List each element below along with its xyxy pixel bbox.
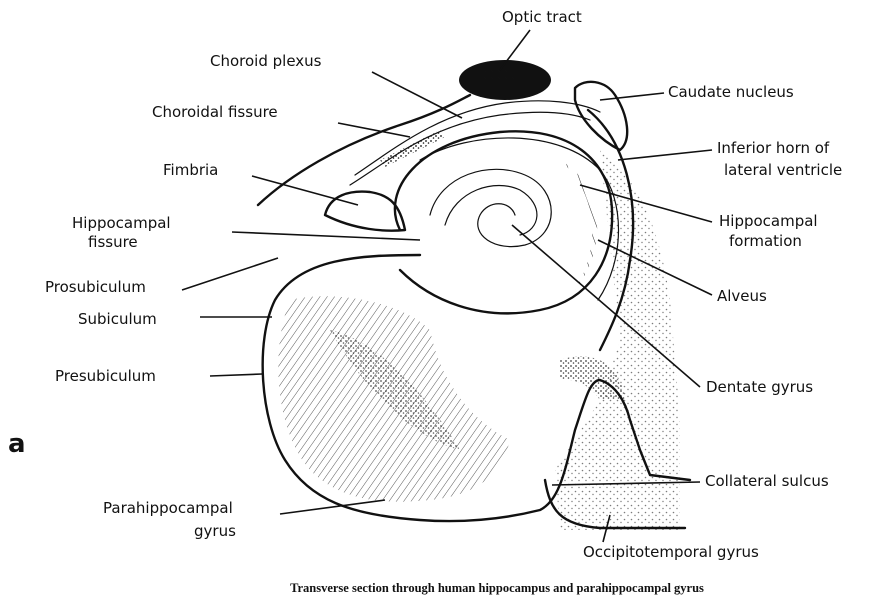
caudate-nucleus-shape bbox=[575, 82, 627, 150]
label-occipitotemporal-gyrus: Occipitotemporal gyrus bbox=[583, 543, 759, 561]
dentate-curl-inner bbox=[445, 185, 537, 235]
label-hippocampal-formation-line1: Hippocampal bbox=[719, 212, 818, 230]
label-parahippocampal-gyrus-line2: gyrus bbox=[194, 522, 236, 540]
label-collateral-sulcus: Collateral sulcus bbox=[705, 472, 829, 490]
optic-tract-highlight bbox=[478, 69, 518, 83]
panel-letter: a bbox=[8, 429, 26, 459]
leader-prosubiculum bbox=[182, 258, 278, 290]
label-choroidal-fissure: Choroidal fissure bbox=[152, 103, 278, 121]
label-subiculum: Subiculum bbox=[78, 310, 157, 328]
label-inferior-horn-line1: Inferior horn of bbox=[717, 139, 830, 157]
label-dentate-gyrus: Dentate gyrus bbox=[706, 378, 813, 396]
leader-dentate-gyrus bbox=[512, 225, 700, 387]
label-caudate-nucleus: Caudate nucleus bbox=[668, 83, 794, 101]
label-hippocampal-formation-line2: formation bbox=[729, 232, 802, 250]
label-hippocampal-fissure-line1: Hippocampal bbox=[72, 214, 171, 232]
label-fimbria: Fimbria bbox=[163, 161, 218, 179]
label-choroid-plexus: Choroid plexus bbox=[210, 52, 322, 70]
alveus-line bbox=[420, 138, 619, 300]
leader-presubiculum bbox=[210, 374, 262, 376]
label-hippocampal-fissure-line2: fissure bbox=[88, 233, 138, 251]
leader-hippocampal-fissure bbox=[232, 232, 420, 240]
label-parahippocampal-gyrus-line1: Parahippocampal bbox=[103, 499, 233, 517]
leader-inferior-horn bbox=[618, 150, 712, 160]
hippocampus-proper bbox=[395, 131, 612, 313]
label-inferior-horn-line2: lateral ventricle bbox=[724, 161, 842, 179]
leader-choroid-plexus bbox=[372, 72, 462, 118]
dentate-curl bbox=[430, 169, 551, 246]
fimbria-shape bbox=[325, 192, 405, 231]
choroid-dots bbox=[380, 130, 445, 167]
section-drawing bbox=[258, 60, 690, 530]
figure-caption: Transverse section through human hippoca… bbox=[290, 581, 704, 595]
label-optic-tract: Optic tract bbox=[502, 8, 582, 26]
label-prosubiculum: Prosubiculum bbox=[45, 278, 146, 296]
choroid-layer-2 bbox=[355, 101, 600, 175]
label-presubiculum: Presubiculum bbox=[55, 367, 156, 385]
leader-fimbria bbox=[252, 176, 358, 205]
label-alveus: Alveus bbox=[717, 287, 767, 305]
leader-caudate-nucleus bbox=[600, 93, 664, 100]
